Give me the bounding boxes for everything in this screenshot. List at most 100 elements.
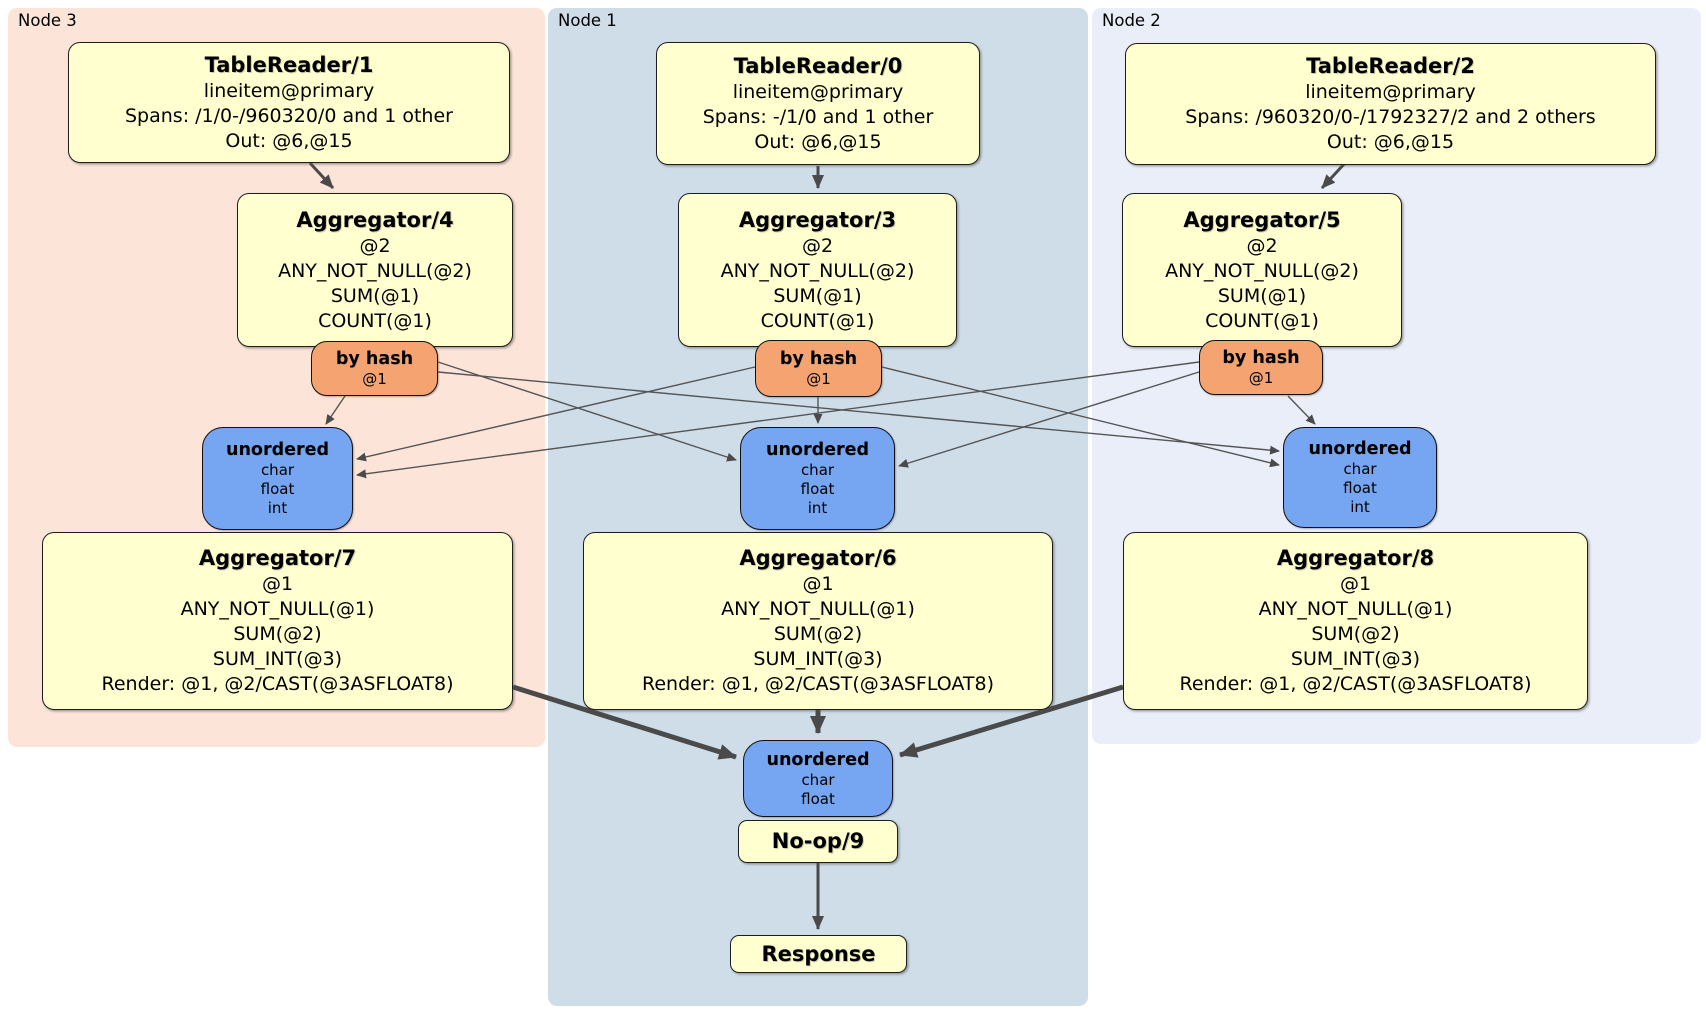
box-line: @2 <box>1246 234 1278 257</box>
edge-router1-un3 <box>356 366 756 462</box>
processor-aggregator-3: Aggregator/3 @2 ANY_NOT_NULL(@2) SUM(@1)… <box>678 193 957 347</box>
box-title: TableReader/1 <box>204 52 374 77</box>
box-line: Out: @6,@15 <box>754 130 882 153</box>
sync-title: unordered <box>766 749 870 770</box>
router-by-hash-node3: by hash @1 <box>311 341 438 396</box>
box-line: SUM(@1) <box>330 284 420 307</box>
edge-tr2-agg5 <box>1320 161 1347 190</box>
router-title: by hash <box>335 349 414 369</box>
box-line: @2 <box>801 234 834 257</box>
sync-line: char <box>1343 460 1377 478</box>
sync-line: float <box>1343 479 1377 497</box>
sync-unordered-final: unordered char float <box>743 740 893 817</box>
box-line: ANY_NOT_NULL(@1) <box>721 598 915 620</box>
sync-title: unordered <box>1308 439 1412 459</box>
box-line: SUM(@2) <box>1311 623 1400 645</box>
box-title: Aggregator/4 <box>296 207 454 232</box>
box-line: ANY_NOT_NULL(@2) <box>278 259 472 282</box>
processor-aggregator-7: Aggregator/7 @1 ANY_NOT_NULL(@1) SUM(@2)… <box>42 532 513 710</box>
edge-router3-un3 <box>325 395 346 425</box>
box-title: No-op/9 <box>771 829 865 853</box>
edge-agg7-unfinal <box>512 684 737 760</box>
box-line: ANY_NOT_NULL(@1) <box>1258 598 1453 620</box>
processor-aggregator-4: Aggregator/4 @2 ANY_NOT_NULL(@2) SUM(@1)… <box>237 193 513 347</box>
box-line: ANY_NOT_NULL(@1) <box>180 598 375 620</box>
box-line: COUNT(@1) <box>1205 309 1319 332</box>
router-title: by hash <box>1222 348 1300 368</box>
box-line: COUNT(@1) <box>760 309 875 332</box>
box-line: lineitem@primary <box>1305 81 1476 103</box>
box-title: TableReader/2 <box>1306 54 1475 78</box>
sync-line: float <box>260 480 295 498</box>
sync-unordered-node1: unordered char float int <box>740 427 895 530</box>
router-title: by hash <box>779 349 858 369</box>
sync-line: float <box>801 789 835 808</box>
router-by-hash-node2: by hash @1 <box>1199 340 1323 395</box>
edge-router2-un3 <box>356 361 1200 479</box>
box-line: ANY_NOT_NULL(@2) <box>1165 259 1359 282</box>
box-title: Aggregator/6 <box>739 546 897 570</box>
box-title: Aggregator/7 <box>198 546 357 570</box>
processor-tablereader-1: TableReader/1 lineitem@primary Spans: /1… <box>68 42 510 163</box>
box-line: @1 <box>802 573 834 595</box>
box-line: Render: @1, @2/CAST(@3ASFLOAT8) <box>1179 673 1532 695</box>
box-line: SUM_INT(@3) <box>753 648 883 670</box>
edge-tr1-agg4 <box>308 161 335 190</box>
box-line: SUM(@2) <box>233 623 322 645</box>
box-line: @1 <box>261 573 294 595</box>
sync-line: int <box>1350 498 1370 516</box>
processor-tablereader-2: TableReader/2 lineitem@primary Spans: /9… <box>1125 43 1656 165</box>
box-line: ANY_NOT_NULL(@2) <box>720 259 915 282</box>
sync-line: float <box>800 480 835 498</box>
box-line: Render: @1, @2/CAST(@3ASFLOAT8) <box>642 673 994 695</box>
sync-line: char <box>260 461 295 479</box>
node-3-label: Node 3 <box>18 11 77 30</box>
box-line: SUM_INT(@3) <box>1290 648 1421 670</box>
sync-line: char <box>801 770 835 789</box>
edge-agg8-unfinal <box>899 684 1124 758</box>
box-line: COUNT(@1) <box>318 309 432 332</box>
box-line: SUM(@2) <box>773 623 863 645</box>
sync-title: unordered <box>226 440 329 460</box>
sync-unordered-node3: unordered char float int <box>202 427 353 530</box>
node-1-label: Node 1 <box>558 11 617 30</box>
processor-aggregator-6: Aggregator/6 @1 ANY_NOT_NULL(@1) SUM(@2)… <box>583 532 1053 710</box>
box-line: @2 <box>359 234 391 257</box>
box-title: Response <box>761 941 876 966</box>
sync-line: char <box>800 461 835 479</box>
box-line: lineitem@primary <box>732 80 904 103</box>
edge-router3-un2 <box>437 371 1280 455</box>
processor-aggregator-5: Aggregator/5 @2 ANY_NOT_NULL(@2) SUM(@1)… <box>1122 193 1402 347</box>
processor-aggregator-8: Aggregator/8 @1 ANY_NOT_NULL(@1) SUM(@2)… <box>1123 532 1588 710</box>
router-key: @1 <box>362 370 387 388</box>
box-line: SUM(@1) <box>773 284 862 307</box>
router-by-hash-node1: by hash @1 <box>755 340 882 397</box>
box-line: SUM_INT(@3) <box>212 648 343 670</box>
edge-router1-un2 <box>881 366 1280 468</box>
edge-router2-un2 <box>1287 395 1316 425</box>
box-title: TableReader/0 <box>733 53 903 78</box>
box-line: lineitem@primary <box>203 79 375 102</box>
box-line: Spans: /960320/0-/1792327/2 and 2 others <box>1185 106 1596 128</box>
box-title: Aggregator/5 <box>1183 207 1341 232</box>
router-key: @1 <box>1248 369 1274 387</box>
sync-line: int <box>807 499 828 517</box>
box-line: SUM(@1) <box>1217 284 1307 307</box>
response-node: Response <box>730 935 907 973</box>
node-2-label: Node 2 <box>1102 11 1161 30</box>
box-line: Spans: /1/0-/960320/0 and 1 other <box>125 104 453 127</box>
box-line: Out: @6,@15 <box>1326 131 1455 153</box>
router-key: @1 <box>806 370 831 388</box>
sync-title: unordered <box>766 440 869 460</box>
box-line: Render: @1, @2/CAST(@3ASFLOAT8) <box>101 673 454 695</box>
processor-tablereader-0: TableReader/0 lineitem@primary Spans: -/… <box>656 42 980 165</box>
edge-router2-un1 <box>898 371 1200 468</box>
box-title: Aggregator/8 <box>1276 546 1435 570</box>
box-line: Out: @6,@15 <box>225 129 353 152</box>
processor-noop-9: No-op/9 <box>738 820 898 863</box>
box-line: Spans: -/1/0 and 1 other <box>702 105 934 128</box>
sync-unordered-node2: unordered char float int <box>1283 427 1437 528</box>
sync-line: int <box>267 499 288 517</box>
